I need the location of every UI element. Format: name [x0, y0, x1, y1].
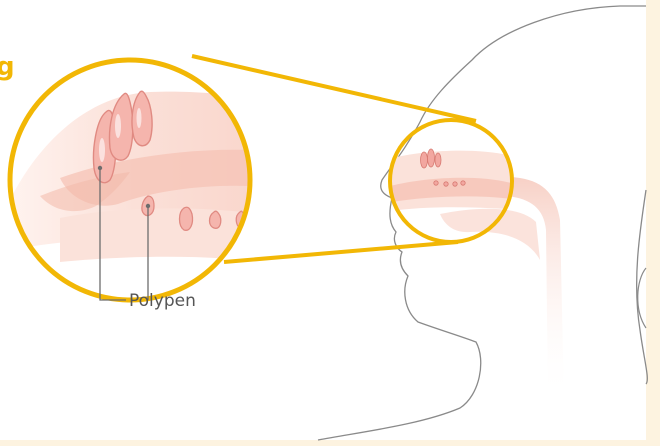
small-detail-content [384, 149, 520, 212]
oral-airway [440, 209, 540, 260]
zoom-line-top [192, 56, 476, 121]
polyp-marker-upper [98, 166, 102, 170]
large-detail-content [0, 50, 270, 310]
zoom-line-bottom [224, 242, 458, 262]
polyp-marker-lower [146, 204, 150, 208]
polyp-label: Polypen [129, 291, 196, 311]
